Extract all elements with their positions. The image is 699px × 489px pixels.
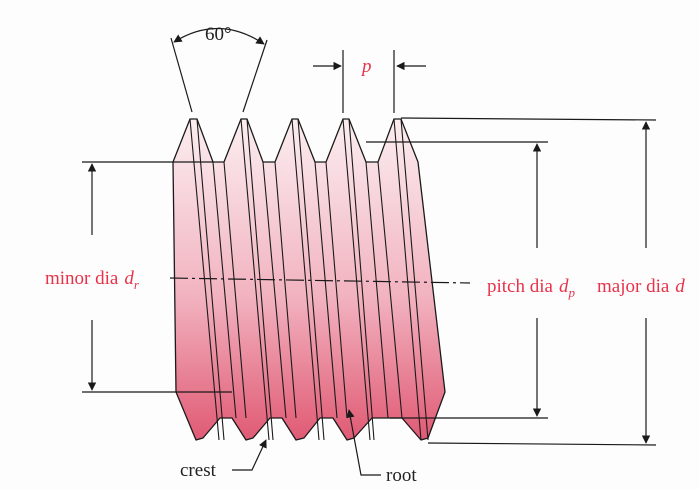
root-label: root [386,465,417,486]
minor-dia-text: minor dia [45,268,119,289]
pitch-dimension [313,50,426,113]
pitch-dia-dimension [366,141,548,419]
center-line [169,277,471,284]
minor-dia-subscript: r [134,277,140,292]
major-dia-text: major dia [597,276,670,297]
major-dia-symbol: d [675,276,685,297]
pitch-dia-symbol: d [559,276,569,297]
pitch-label: p [360,56,372,77]
minor-dia-dimension [82,161,232,393]
pitch-dia-subscript: p [567,285,575,300]
thread-flanks [189,118,429,441]
major-dia-dimension [400,117,657,446]
leader-lines [232,409,381,476]
crest-label: crest [180,460,217,481]
minor-dia-symbol: d [124,268,134,289]
pitch-dia-text: pitch dia [487,276,554,297]
angle-dimension [170,27,268,113]
angle-label: 60° [205,24,232,45]
